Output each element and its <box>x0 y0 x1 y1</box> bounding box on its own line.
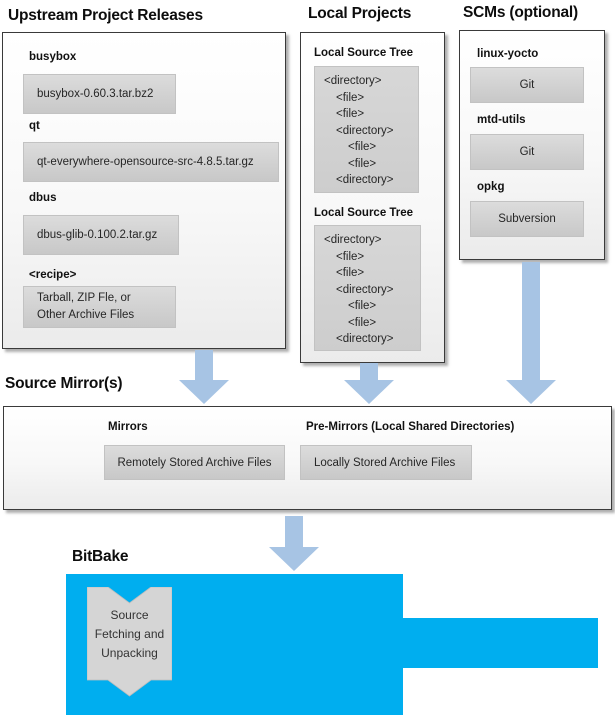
tree-entry: <file> <box>336 108 365 120</box>
source-fetching-label: Source Fetching and Unpacking <box>94 608 165 660</box>
source-fetching-ribbon-icon <box>87 587 172 697</box>
local-source-tree-label: Local Source Tree <box>314 47 414 59</box>
local-source-tree-label: Local Source Tree <box>314 207 414 219</box>
tree-entry: <file> <box>348 141 377 153</box>
recipe-name-label: dbus <box>29 192 57 204</box>
scm-recipe-label: opkg <box>477 181 505 193</box>
premirrors-label: Pre-Mirrors (Local Shared Directories) <box>306 421 515 433</box>
source-mirrors-heading: Source Mirror(s) <box>5 375 123 392</box>
archive-types-text: Tarball, ZIP Fle, or Other Archive Files <box>37 291 135 321</box>
upstream-releases-panel: busybox busybox-0.60.3.tar.bz2 qt qt-eve… <box>2 32 286 349</box>
bitbake-output-bar <box>403 618 598 668</box>
local-to-mirrors-arrow-icon <box>344 363 394 404</box>
mirrors-box: Remotely Stored Archive Files <box>104 445 285 480</box>
scm-type-box: Git <box>470 134 584 170</box>
tree-entry: <file> <box>336 267 365 279</box>
scms-panel: linux-yocto Git mtd-utils Git opkg Subve… <box>459 30 605 260</box>
tree-entry: <directory> <box>324 75 382 87</box>
upstream-to-mirrors-arrow-icon <box>179 350 229 404</box>
tarball-filename: dbus-glib-0.100.2.tar.gz <box>37 229 158 241</box>
local-projects-panel: Local Source Tree <directory> <file> <fi… <box>300 32 445 363</box>
tarball-filename: busybox-0.60.3.tar.bz2 <box>37 88 154 100</box>
scms-to-mirrors-arrow-icon <box>506 262 556 404</box>
bitbake-heading: BitBake <box>72 548 129 565</box>
tree-entry: <file> <box>336 91 365 104</box>
tree-entry: <file> <box>348 316 377 329</box>
scm-recipe-label: linux-yocto <box>477 48 539 60</box>
premirrors-box: Locally Stored Archive Files <box>300 445 472 480</box>
tree-entry: <directory> <box>336 174 394 186</box>
source-tree-box: <directory> <file> <file> <directory> <f… <box>314 225 421 351</box>
recipe-name-label: <recipe> <box>29 269 77 281</box>
scm-type: Subversion <box>498 213 556 225</box>
tree-entry: <file> <box>336 250 365 263</box>
source-mirrors-panel: Mirrors Remotely Stored Archive Files Pr… <box>3 406 612 510</box>
mirrors-value: Remotely Stored Archive Files <box>117 456 272 469</box>
archive-types-box: Tarball, ZIP Fle, or Other Archive Files <box>23 286 176 328</box>
scm-recipe-label: mtd-utils <box>477 114 526 126</box>
scm-type: Git <box>519 146 535 158</box>
scm-type: Git <box>519 79 535 91</box>
local-projects-heading: Local Projects <box>308 5 412 22</box>
tarball-box: dbus-glib-0.100.2.tar.gz <box>23 215 179 255</box>
tree-entry: <directory> <box>336 124 394 137</box>
tree-entry: <file> <box>348 300 377 312</box>
tarball-box: qt-everywhere-opensource-src-4.8.5.tar.g… <box>23 142 279 182</box>
tarball-box: busybox-0.60.3.tar.bz2 <box>23 74 176 114</box>
mirrors-label: Mirrors <box>108 421 148 433</box>
scm-type-box: Subversion <box>470 201 584 237</box>
tree-entry: <directory> <box>336 283 394 296</box>
recipe-name-label: busybox <box>29 51 77 63</box>
scm-type-box: Git <box>470 67 584 103</box>
tree-entry: <file> <box>348 157 377 170</box>
tree-entry: <directory> <box>324 234 382 246</box>
recipe-name-label: qt <box>29 120 40 132</box>
tree-entry: <directory> <box>336 333 394 345</box>
premirrors-value: Locally Stored Archive Files <box>314 456 456 469</box>
upstream-releases-heading: Upstream Project Releases <box>8 7 203 24</box>
source-tree-box: <directory> <file> <file> <directory> <f… <box>314 66 419 193</box>
mirrors-to-bitbake-arrow-icon <box>269 516 319 571</box>
scms-heading: SCMs (optional) <box>463 4 578 21</box>
tarball-filename: qt-everywhere-opensource-src-4.8.5.tar.g… <box>37 156 254 168</box>
